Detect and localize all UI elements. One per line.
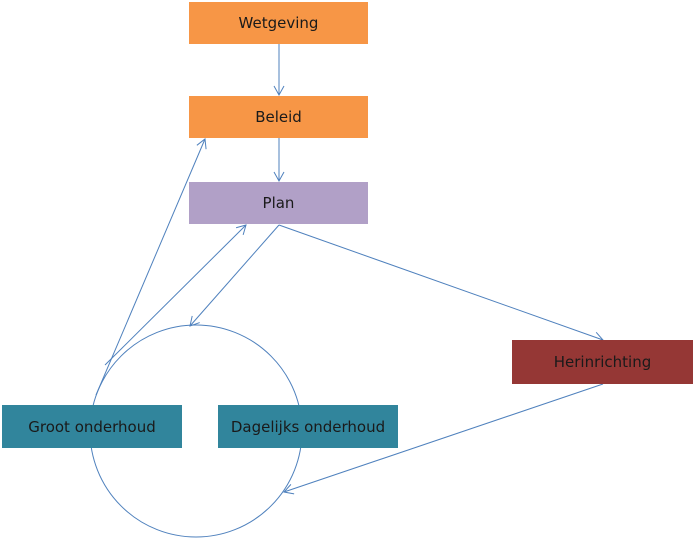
edge-groot-beleid [95,138,207,396]
node-groot-onderhoud: Groot onderhoud [2,405,182,448]
edge-plan-cycle [189,224,280,327]
node-beleid: Beleid [189,96,368,138]
node-wetgeving: Wetgeving [189,2,368,44]
node-label: Beleid [255,108,302,126]
edge-plan-herinrichting [278,224,604,343]
node-dagelijks-onderhoud: Dagelijks onderhoud [218,405,398,448]
node-label: Plan [262,194,295,212]
edge-groot-plan [104,224,247,366]
node-label: Wetgeving [238,14,319,32]
node-plan: Plan [189,182,368,224]
node-herinrichting: Herinrichting [512,340,693,384]
node-label: Dagelijks onderhoud [230,417,386,436]
node-label: Herinrichting [553,353,652,371]
node-label: Groot onderhoud [28,417,156,436]
edge-herinrichting-cycle [283,383,604,495]
